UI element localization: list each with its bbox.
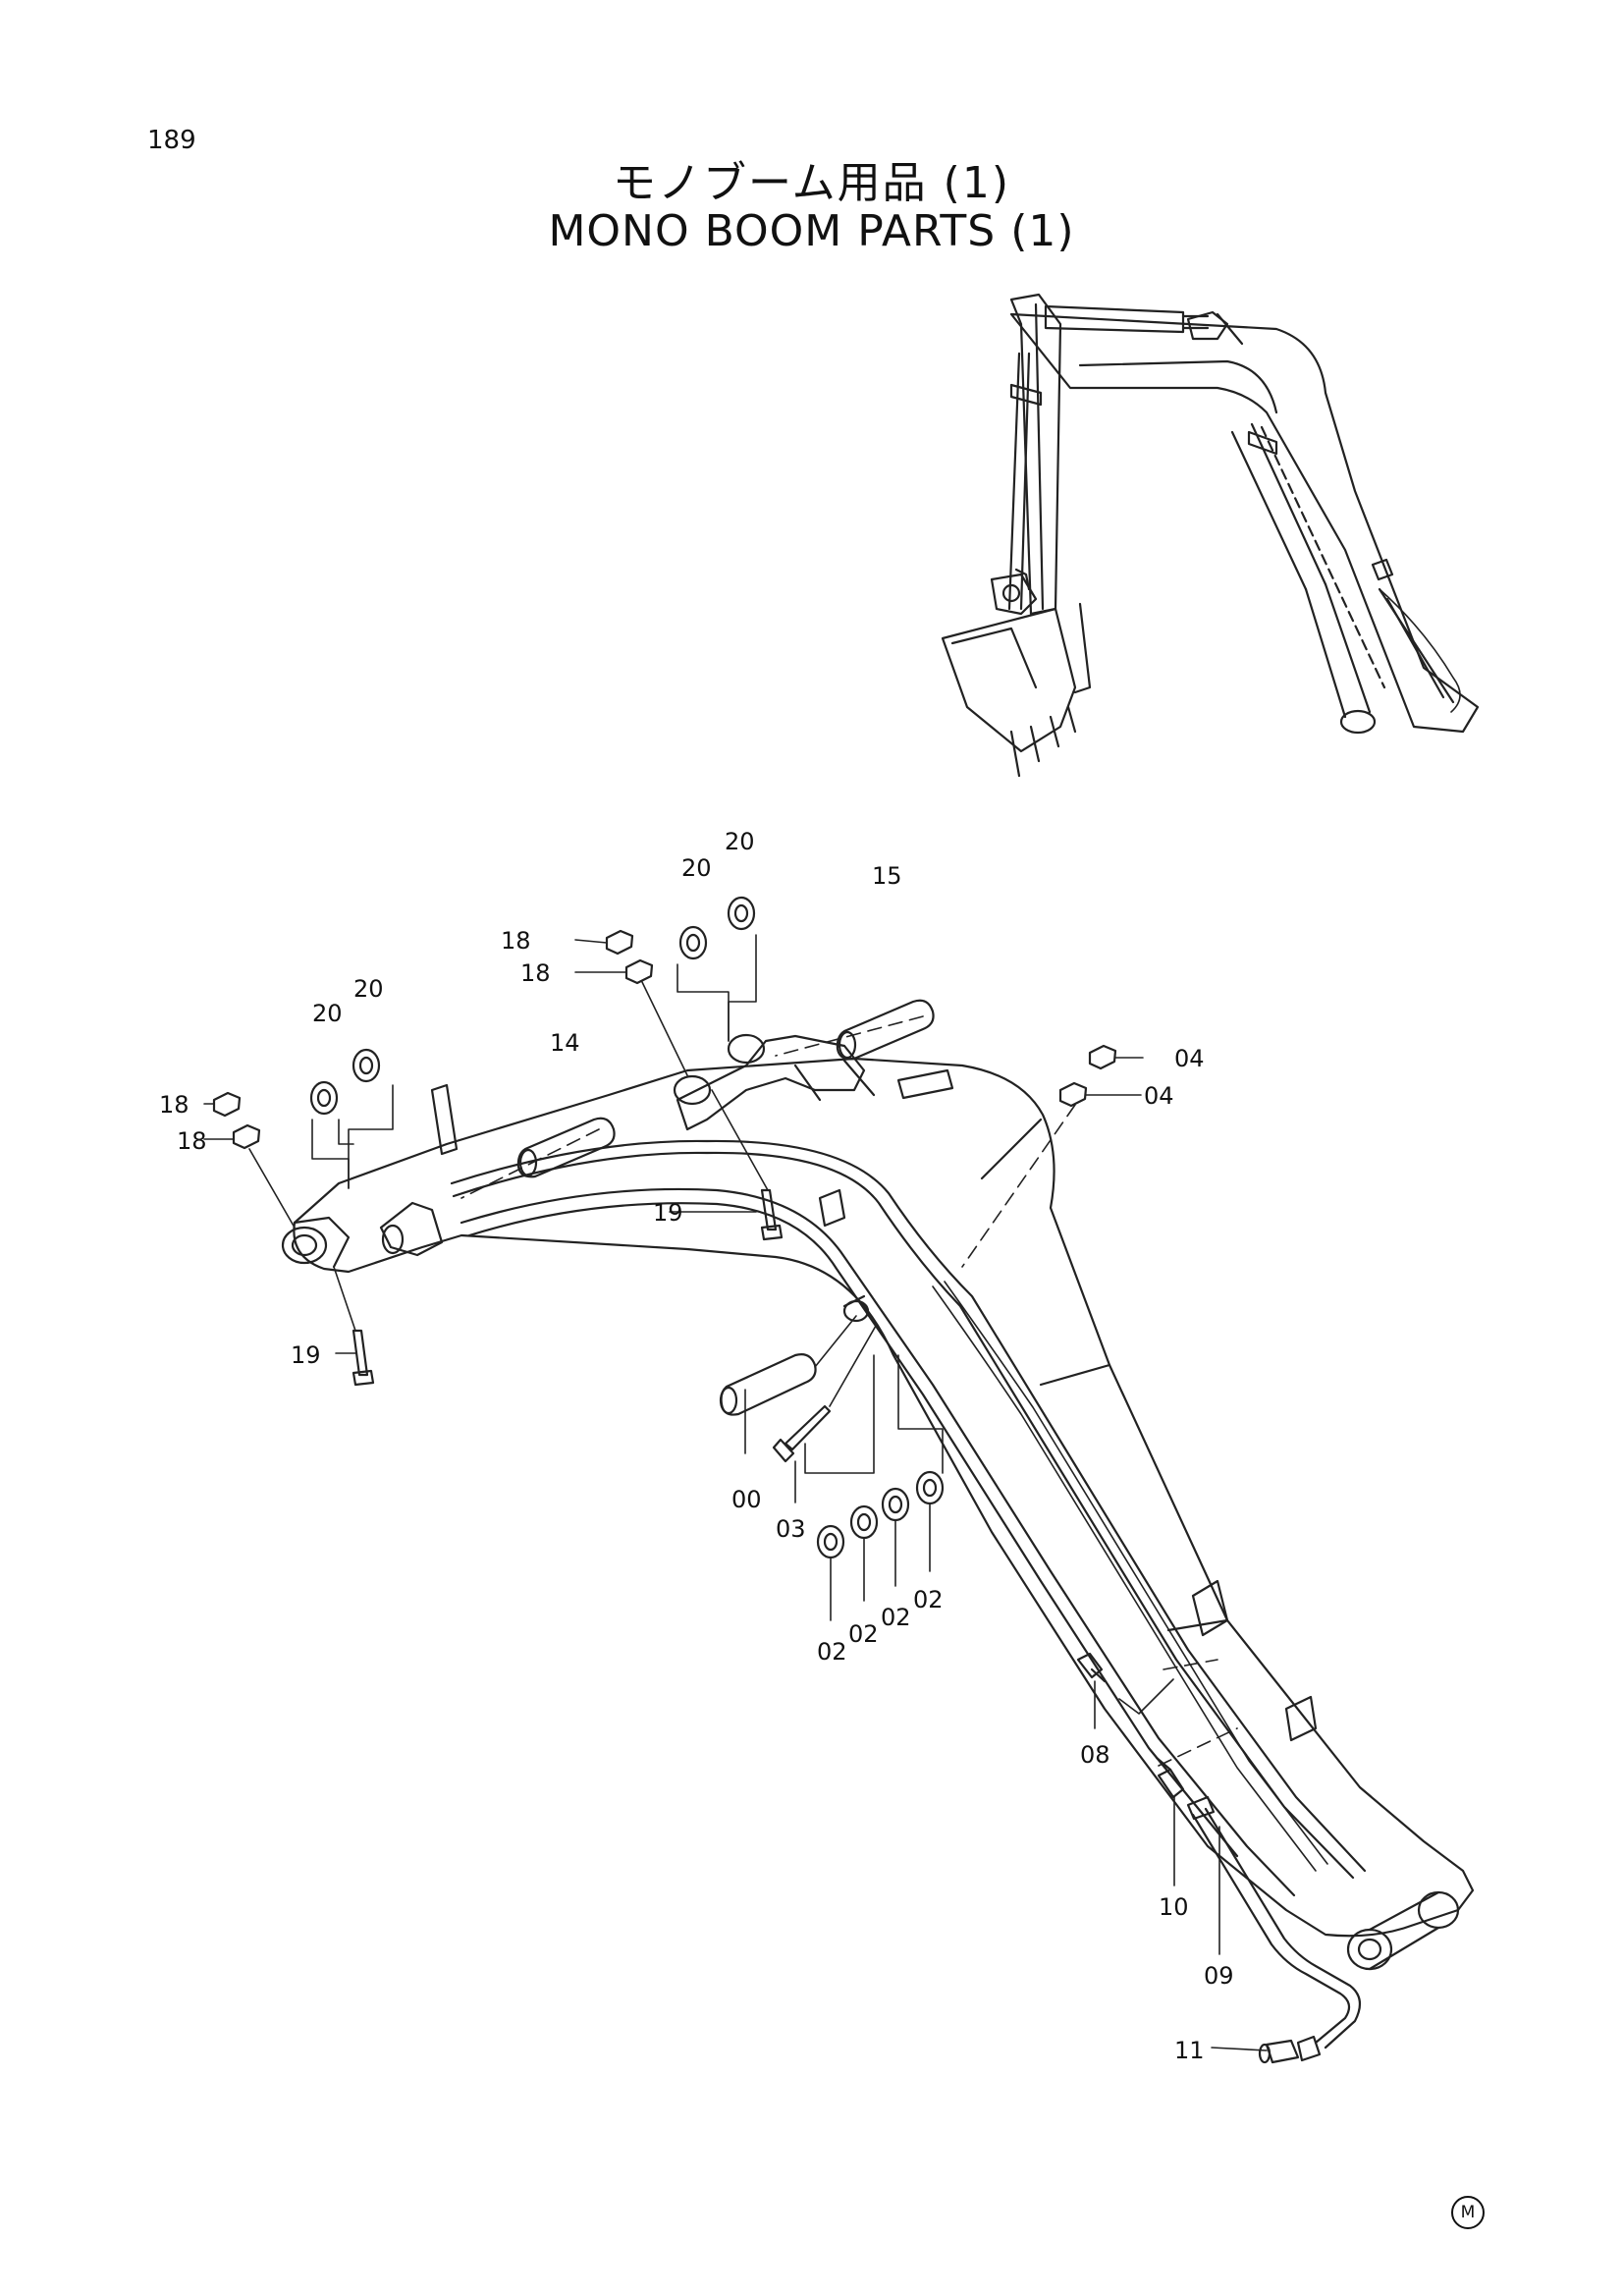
callout-label: 20 [353, 975, 384, 1003]
mono-boom-illustration [281, 1033, 1475, 1971]
callout-label: 04 [1144, 1082, 1174, 1110]
callout-label: 20 [681, 854, 712, 882]
pipe-09 [1191, 1813, 1351, 2045]
callout-label: 11 [1174, 2037, 1205, 2064]
callout-label: 08 [1080, 1741, 1110, 1769]
nut-04b [1058, 1081, 1088, 1108]
nut-18c [605, 929, 634, 956]
nut-18a [212, 1091, 242, 1118]
callout-label: 14 [550, 1029, 580, 1057]
bolt-19b [760, 1188, 778, 1231]
bolt-19a [352, 1329, 369, 1377]
callout-label: 10 [1159, 1893, 1189, 1921]
callouts: 00 03 02 02 02 02 04 04 08 09 10 11 14 1… [159, 828, 1234, 2064]
bolt-03 [784, 1404, 832, 1451]
callout-label: 02 [881, 1604, 911, 1631]
callout-label: 02 [848, 1620, 879, 1648]
leader-lines [203, 934, 1268, 2051]
callout-label: 20 [312, 1000, 343, 1027]
title-english: MONO BOOM PARTS (1) [548, 206, 1075, 256]
parts [212, 896, 1362, 2064]
callout-label: 02 [913, 1586, 944, 1613]
title-japanese: モノブーム用品 (1) [613, 158, 1010, 208]
callout-label: 20 [725, 828, 755, 855]
pin-15 [836, 999, 935, 1061]
inset-attachment-illustration [941, 293, 1480, 778]
fitting-08 [1076, 1652, 1104, 1679]
nut-04a [1088, 1044, 1117, 1070]
fitting-10 [1157, 1768, 1185, 1799]
callout-label: 18 [159, 1091, 189, 1119]
callout-label: 18 [520, 959, 551, 987]
callout-label: 04 [1174, 1045, 1205, 1072]
callout-label: 19 [291, 1341, 321, 1369]
callout-label: 09 [1204, 1962, 1234, 1990]
nut-18b [232, 1123, 261, 1150]
page-number: 189 [147, 126, 196, 155]
callout-label: 00 [731, 1486, 762, 1513]
pin-14 [516, 1117, 616, 1178]
callout-label: 15 [872, 862, 902, 890]
nut-18d [624, 958, 654, 985]
callout-label: 03 [776, 1515, 806, 1543]
callout-label: 18 [501, 927, 531, 955]
fitting-11 [1265, 2039, 1300, 2064]
callout-label: 18 [177, 1127, 207, 1155]
callout-label: 19 [653, 1199, 683, 1227]
callout-label: 02 [817, 1638, 847, 1666]
footer-mark: M [1451, 2196, 1485, 2229]
